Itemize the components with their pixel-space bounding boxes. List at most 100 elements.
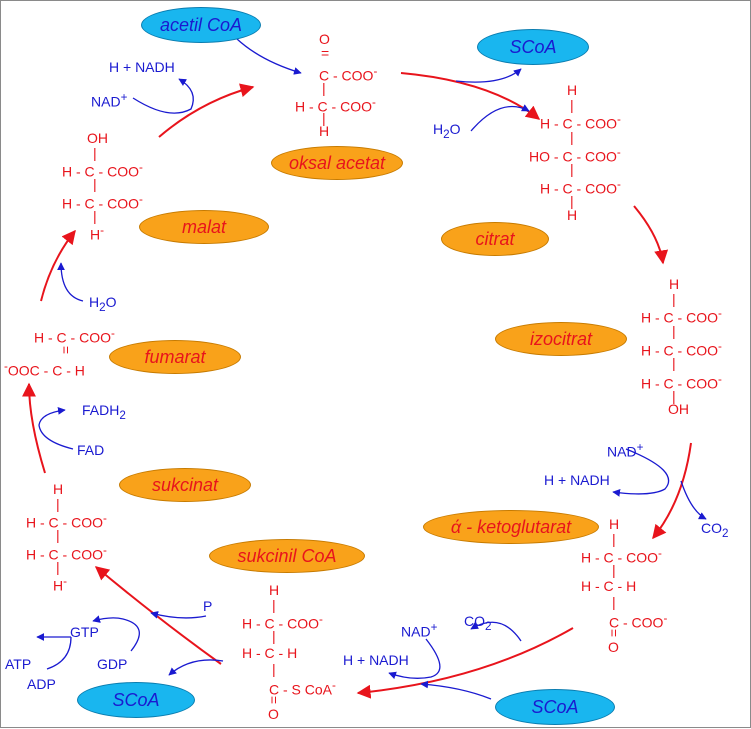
succinylcoa-h-top: H	[269, 582, 280, 598]
cofactor-gtp: GTP	[70, 624, 99, 640]
cofactor-gdp: GDP	[97, 656, 128, 672]
ketoglutarate-double-bond: =	[606, 628, 623, 638]
citrate-bond2: |	[570, 161, 574, 177]
oxaloacetate-double-bond: =	[321, 45, 330, 61]
ketoglutarate-row2: H - C - H	[581, 578, 637, 594]
cofactor-h-nadh-top: H + NADH	[109, 59, 175, 75]
arrow-gdp-gtp	[92, 615, 140, 652]
succinylcoa-row2: H - C - H	[242, 645, 298, 661]
malate-row1: H - C - COO-	[62, 161, 143, 180]
label-malate: malat	[139, 210, 269, 244]
arrow-scoa-bottom-right-in	[420, 680, 492, 700]
succinate-bond0: |	[56, 496, 60, 512]
isocitrate-oh-bottom: OH	[668, 401, 689, 417]
arrow-succinylcoa-to-succinate	[94, 566, 222, 665]
fumarate-double-bond: =	[58, 345, 75, 355]
malate-bond0: |	[93, 145, 97, 161]
citrate-h-top: H	[567, 82, 578, 98]
fumarate-row1: H - C - COO-	[34, 327, 115, 346]
ketoglutarate-bond2: |	[612, 594, 616, 610]
succinylcoa-row1: H - C - COO-	[242, 613, 323, 632]
ketoglutarate-row3: C - COO-	[609, 612, 668, 631]
arrow-co2-right	[680, 480, 707, 520]
oxaloacetate-o-top: O	[319, 31, 330, 47]
cofactor-h2o-left: H2O	[89, 294, 117, 314]
succinate-h-bottom: H-	[53, 575, 68, 594]
succinate-row2: H - C - COO-	[26, 544, 107, 563]
fumarate-row2: -OOC - C - H	[4, 360, 85, 379]
cofactor-fad: FAD	[77, 442, 105, 458]
arrow-fad	[38, 407, 74, 450]
label-isocitrate: izocitrat	[495, 322, 627, 356]
label-oxaloacetate: oksal acetat	[271, 146, 403, 180]
isocitrate-bond3: |	[672, 388, 676, 404]
arrow-nad-top	[132, 78, 194, 114]
cofactor-nad-right: NAD+	[607, 441, 644, 460]
arrow-co2-bottom	[470, 621, 522, 642]
arrow-oxaloacetate-to-citrate	[400, 72, 541, 120]
succinylcoa-o-bottom: O	[268, 706, 279, 722]
succinylcoa-row3: C - S CoA-	[269, 679, 336, 698]
ketoglutarate-row1: H - C - COO-	[581, 547, 662, 566]
arrow-ketoglutarate-to-succinylcoa	[356, 627, 574, 699]
arrow-h2o-left	[57, 262, 84, 302]
malate-oh-top: OH	[87, 130, 108, 146]
ketoglutarate-bond0: |	[612, 531, 616, 547]
citrate-row1: H - C - COO-	[540, 113, 621, 132]
succinate-row1: H - C - COO-	[26, 512, 107, 531]
cofactor-adp: ADP	[27, 676, 56, 692]
arrow-nad-right	[612, 448, 670, 497]
cofactor-co2-bottom: CO2	[464, 613, 492, 633]
succinylcoa-bond0: |	[272, 597, 276, 613]
cofactor-atp: ATP	[5, 656, 32, 672]
cofactor-nad-top: NAD+	[91, 91, 128, 110]
arrow-p-in	[150, 611, 207, 619]
citrate-row3: H - C - COO-	[540, 178, 621, 197]
oxaloacetate-row1: C - COO-	[319, 65, 378, 84]
isocitrate-row2: H - C - COO-	[641, 340, 722, 359]
citrate-bond3: |	[570, 193, 574, 209]
citrate-h-bottom: H	[567, 207, 578, 223]
cofactor-p: P	[203, 598, 213, 614]
oxaloacetate-h-bottom: H	[319, 123, 330, 139]
cofactor-h-nadh-right: H + NADH	[544, 472, 610, 488]
succinate-bond2: |	[56, 559, 60, 575]
cofactor-h-nadh-bottom: H + NADH	[343, 652, 409, 668]
label-scoa-top: SCoA	[477, 29, 589, 65]
cofactor-co2-right: CO2	[701, 520, 729, 540]
oxaloacetate-bond2: |	[322, 110, 326, 126]
isocitrate-bond1: |	[672, 323, 676, 339]
isocitrate-row3: H - C - COO-	[641, 373, 722, 392]
malate-bond2: |	[93, 208, 97, 224]
isocitrate-row1: H - C - COO-	[641, 307, 722, 326]
cofactor-nad-bottom: NAD+	[401, 621, 438, 640]
citrate-bond0: |	[570, 97, 574, 113]
arrow-succinate-to-fumarate	[22, 382, 46, 474]
citrate-bond1: |	[570, 129, 574, 145]
ketoglutarate-bond1: |	[612, 562, 616, 578]
label-acetyl-coa: acetil CoA	[141, 7, 261, 43]
label-succinyl-coa: sukcinil CoA	[209, 539, 365, 573]
arrow-acetylcoa-in	[236, 38, 302, 75]
arrow-h2o-citrate	[470, 104, 530, 132]
arrow-scoa-bottom-left-out	[168, 659, 224, 676]
arrow-citrate-to-isocitrate	[633, 205, 669, 265]
label-citrate: citrat	[441, 222, 549, 256]
label-ketoglutarate: ά - ketoglutarat	[423, 510, 599, 544]
cofactor-fadh2: FADH2	[82, 402, 126, 422]
label-scoa-bottom-left: SCoA	[77, 682, 195, 718]
arrow-scoa-top-out	[455, 68, 522, 83]
succinylcoa-double-bond: =	[266, 695, 283, 705]
label-succinate: sukcinat	[119, 468, 251, 502]
malate-h-bottom: H-	[90, 224, 105, 243]
isocitrate-bond2: |	[672, 355, 676, 371]
label-fumarate: fumarat	[109, 340, 241, 374]
arrow-nad-bottom	[388, 638, 441, 680]
succinate-bond1: |	[56, 527, 60, 543]
label-scoa-bottom-right: SCoA	[495, 689, 615, 725]
succinylcoa-bond2: |	[272, 661, 276, 677]
isocitrate-bond0: |	[672, 291, 676, 307]
citrate-row2: HO - C - COO-	[529, 146, 621, 165]
